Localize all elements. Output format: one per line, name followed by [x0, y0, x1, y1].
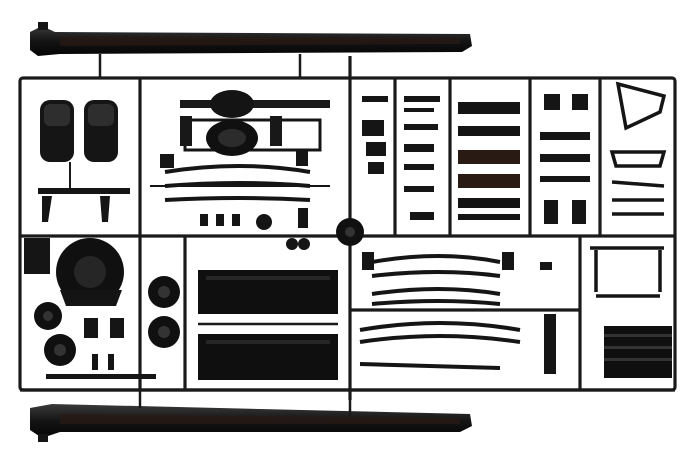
- wheel-discs: [34, 276, 180, 366]
- bracket-column: [540, 94, 590, 224]
- chassis-rail-top: [30, 22, 472, 78]
- small-brackets: [160, 150, 310, 250]
- small-part-column: [362, 96, 440, 220]
- tank-panels: [198, 270, 338, 380]
- cross-members: [458, 102, 520, 220]
- sprue-frame: [18, 56, 677, 400]
- rear-brackets: [362, 252, 556, 374]
- seat-parts: [38, 100, 130, 222]
- axle-housing: [180, 90, 330, 156]
- rear-springs: [359, 254, 521, 370]
- frame-brackets-right: [609, 81, 667, 216]
- fifth-wheel: [24, 238, 124, 306]
- small-lower-parts: [46, 318, 156, 379]
- chassis-rail-bottom: [30, 390, 472, 442]
- spring-rods: [150, 164, 330, 202]
- hub-disc: [336, 218, 364, 246]
- step-grille: [590, 246, 672, 378]
